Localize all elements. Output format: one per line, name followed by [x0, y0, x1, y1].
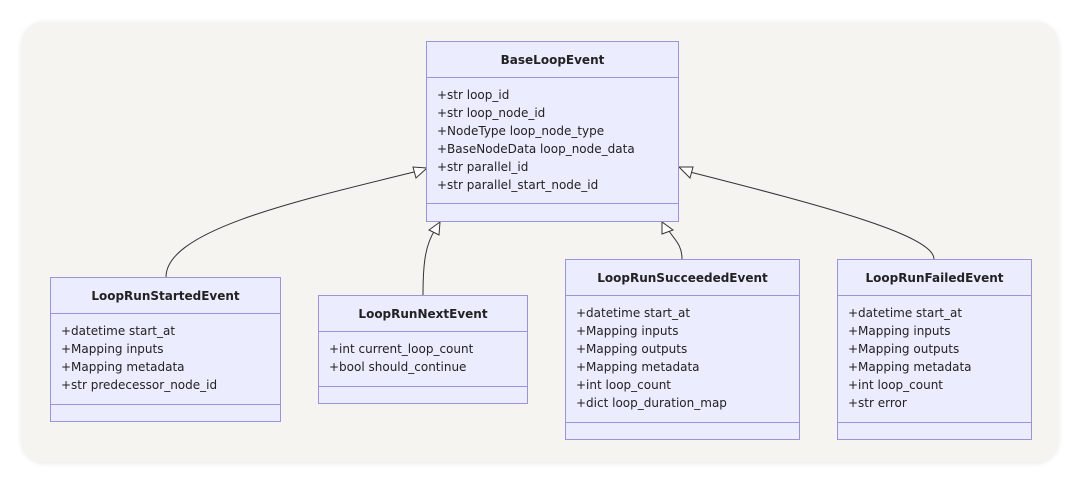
class-base-loop-event: BaseLoopEvent +str loop_id +str loop_nod… [426, 41, 679, 222]
attribute: +str parallel_id [437, 160, 529, 174]
attribute: +NodeType loop_node_type [437, 124, 605, 138]
attribute-list: +datetime start_at +Mapping inputs +Mapp… [838, 296, 1031, 423]
class-loop-run-next-event: LoopRunNextEvent +int current_loop_count… [318, 295, 528, 404]
attribute: +Mapping inputs [576, 324, 679, 338]
attribute: +Mapping inputs [61, 342, 164, 356]
attribute: +str loop_node_id [437, 106, 546, 120]
attribute: +Mapping metadata [61, 360, 185, 374]
attribute: +str parallel_start_node_id [437, 178, 599, 192]
attribute: +int current_loop_count [329, 342, 474, 356]
attribute: +str predecessor_node_id [61, 378, 218, 392]
class-name: LoopRunSucceededEvent [566, 260, 799, 296]
attribute: +datetime start_at [848, 306, 963, 320]
attribute: +BaseNodeData loop_node_data [437, 142, 635, 156]
attribute: +datetime start_at [576, 306, 691, 320]
class-name: LoopRunFailedEvent [838, 260, 1031, 296]
attribute: +int loop_count [576, 378, 672, 392]
attribute-list: +datetime start_at +Mapping inputs +Mapp… [566, 296, 799, 423]
attribute-list: +int current_loop_count +bool should_con… [319, 332, 527, 387]
attribute: +str loop_id [437, 88, 510, 102]
attribute: +bool should_continue [329, 360, 467, 374]
attribute-list: +datetime start_at +Mapping inputs +Mapp… [51, 314, 280, 405]
attribute: +Mapping inputs [848, 324, 951, 338]
class-loop-run-succeeded-event: LoopRunSucceededEvent +datetime start_at… [565, 259, 800, 440]
class-name: LoopRunNextEvent [319, 296, 527, 332]
class-loop-run-started-event: LoopRunStartedEvent +datetime start_at +… [50, 277, 281, 422]
attribute-list: +str loop_id +str loop_node_id +NodeType… [427, 78, 678, 204]
attribute: +datetime start_at [61, 324, 176, 338]
attribute: +Mapping outputs [576, 342, 688, 356]
class-name: BaseLoopEvent [427, 42, 678, 78]
attribute: +str error [848, 396, 907, 410]
class-name: LoopRunStartedEvent [51, 278, 280, 314]
attribute: +Mapping metadata [576, 360, 700, 374]
attribute: +int loop_count [848, 378, 944, 392]
class-loop-run-failed-event: LoopRunFailedEvent +datetime start_at +M… [837, 259, 1032, 440]
attribute: +Mapping outputs [848, 342, 960, 356]
attribute: +dict loop_duration_map [576, 396, 727, 410]
attribute: +Mapping metadata [848, 360, 972, 374]
